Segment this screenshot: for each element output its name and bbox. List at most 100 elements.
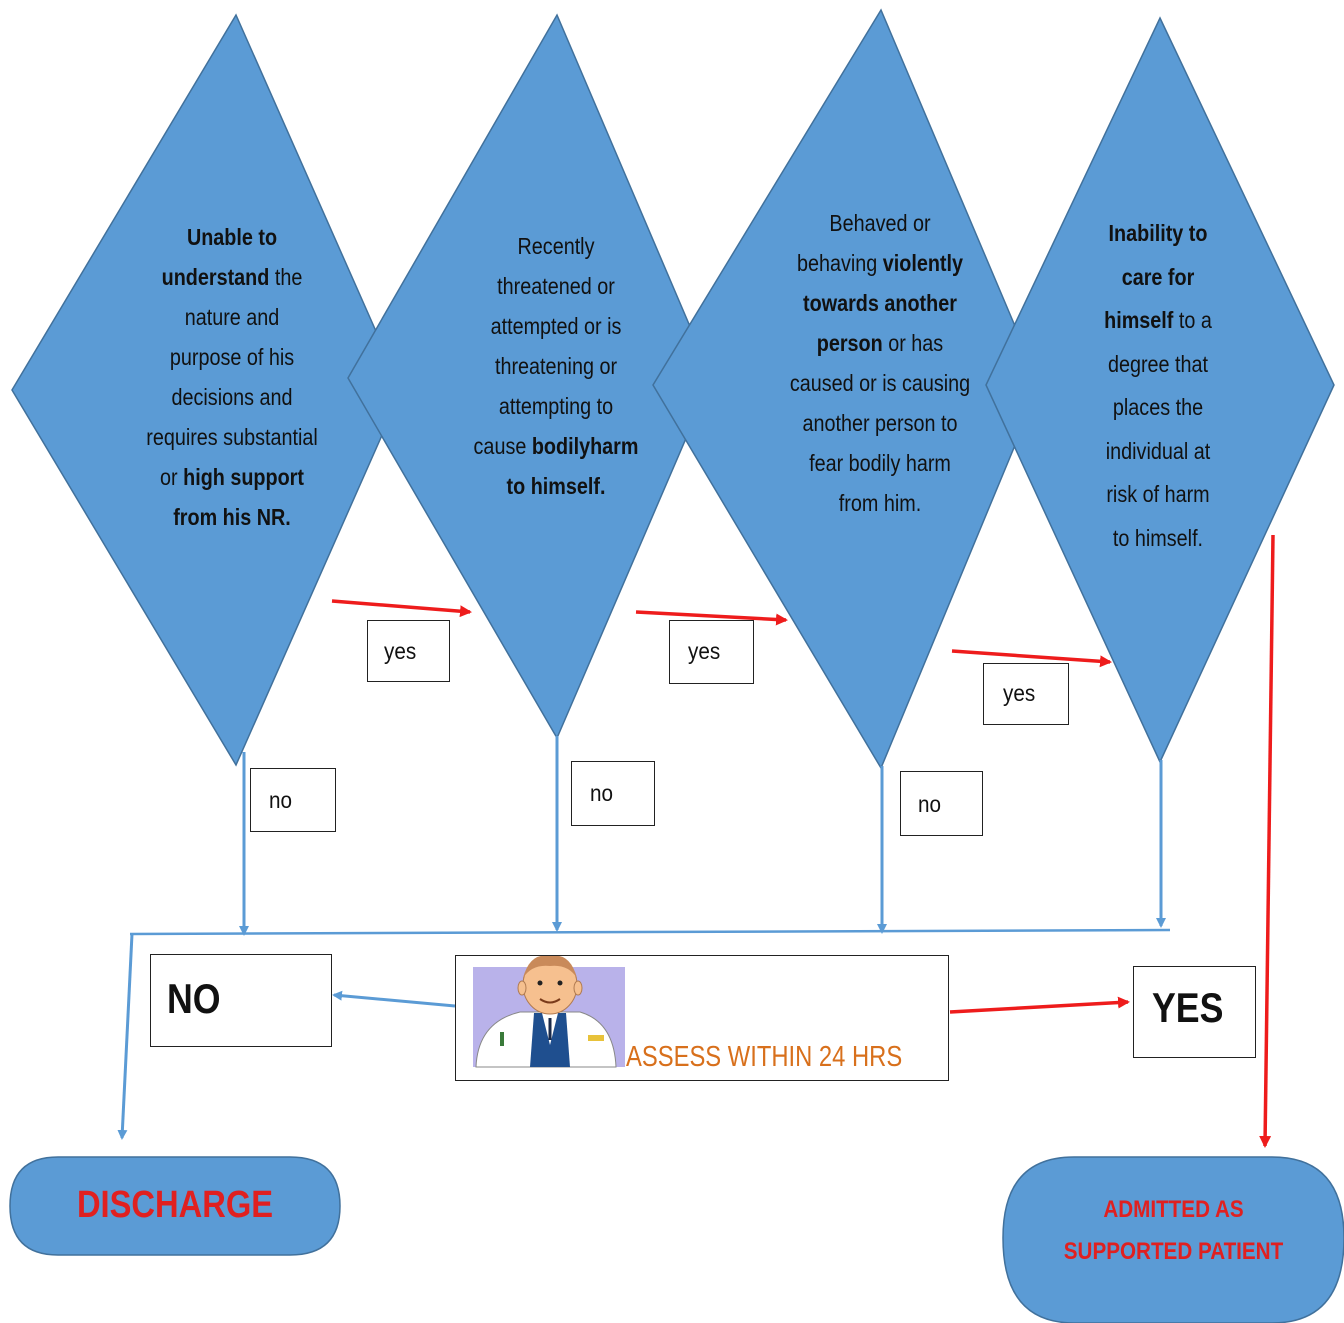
no-outcome-box (150, 954, 332, 1047)
no-box-1 (250, 768, 336, 832)
yes-arrow-3 (951, 649, 1112, 668)
decision-3-line-4: person or has (777, 323, 983, 363)
decision-2-line-6-run-2: bodilyharm (531, 433, 639, 459)
yes-outcome-label: YES (1152, 984, 1224, 1031)
decision-3-line-8: from him. (777, 483, 983, 523)
decision-2-line-2-run-1: threatened or (497, 273, 615, 299)
decision-2-line-4-run-1: threatening or (494, 353, 618, 379)
decision-4-line-8: to himself. (1055, 517, 1261, 561)
decision-1-line-2-run-1: understand (161, 264, 270, 290)
decision-3-line-6-run-1: another person to (802, 410, 958, 436)
decision-4-line-3: himself to a (1055, 299, 1261, 343)
decision-2-line-7-run-1: to himself. (506, 473, 606, 499)
decision-4-line-1: Inability to (1055, 212, 1261, 256)
decision-1-line-6: requires substantial (129, 417, 335, 457)
decision-3-line-3: towards another (777, 283, 983, 323)
decision-1-line-8: from his NR. (129, 497, 335, 537)
decision-1-line-6-run-1: requires substantial (146, 424, 318, 450)
decision-2-line-6: cause bodilyharm (453, 426, 659, 466)
decision-3-line-5-run-1: caused or is causing (789, 370, 971, 396)
decision-text-3: Behaved or behaving violently towards anot… (777, 203, 983, 523)
no-box-3 (900, 771, 983, 836)
decision-text-2: Recently threatened or attempted or is thre… (453, 226, 659, 506)
decision-4-line-4: degree that (1055, 343, 1261, 387)
decision-4-line-7-run-1: risk of harm (1106, 481, 1210, 507)
decision-1-line-1: Unable to (129, 217, 335, 257)
decision-3-line-7-run-1: fear bodily harm (809, 450, 951, 476)
decision-3-line-2-run-1: behaving (796, 250, 883, 276)
decision-4-line-4-run-1: degree that (1107, 350, 1209, 377)
no-label-2: no (590, 780, 614, 806)
no-outcome-label: NO (167, 975, 221, 1022)
decision-1-line-4-run-1: purpose of his (169, 344, 295, 370)
assess-yes-arrow (949, 996, 1130, 1014)
decision-1-line-3: nature and (129, 297, 335, 337)
assess-label: ASSESS WITHIN 24 HRS (626, 1041, 903, 1073)
decision-3-line-6: another person to (777, 403, 983, 443)
decision-3-line-2: behaving violently (777, 243, 983, 283)
decision-1-line-4: purpose of his (129, 337, 335, 377)
decision-4-line-2: care for (1055, 256, 1261, 300)
decision-diamond-1 (11, 13, 403, 767)
decision-4-line-3-run-1: himself (1104, 307, 1174, 333)
decision-2-line-2: threatened or (453, 266, 659, 306)
decision-4-line-5: places the (1055, 386, 1261, 430)
decision-3-line-2-run-2: violently (882, 250, 964, 276)
yes-label-1: yes (384, 638, 417, 664)
yes-box-3 (983, 663, 1069, 725)
admitted-label-line2: SUPPORTED PATIENT (1063, 1238, 1284, 1265)
decision-2-line-7: to himself. (453, 466, 659, 506)
decision-4-line-8-run-1: to himself. (1112, 524, 1204, 551)
decision-4-line-6: individual at (1055, 430, 1261, 474)
decision-4-line-6-run-1: individual at (1105, 437, 1211, 464)
admitted-label-line1: ADMITTED AS (1103, 1196, 1244, 1223)
decision-1-line-7-run-1: or (160, 464, 184, 490)
decision-2-line-1: Recently (453, 226, 659, 266)
decision-1-line-2: understand the (129, 257, 335, 297)
admitted-terminal (1002, 1156, 1344, 1323)
decision-4-line-2-run-1: care for (1121, 263, 1195, 290)
decision-2-line-3-run-1: attempted or is (490, 313, 622, 339)
yes-label-2: yes (688, 638, 721, 664)
decision-2-line-4: threatening or (453, 346, 659, 386)
decision-1-line-5-run-1: decisions and (171, 384, 293, 410)
discharge-label: DISCHARGE (76, 1184, 274, 1226)
assess-no-arrow (332, 990, 456, 1008)
yes-box-2 (669, 620, 754, 684)
doctor-icon (473, 955, 625, 1068)
decision-text-4: Inability to care for himself to a degree t… (1055, 212, 1261, 560)
decision-2-line-5-run-1: attempting to (498, 393, 614, 419)
decision-4-line-1-run-1: Inability to (1108, 220, 1208, 246)
decision-1-line-3-run-1: nature and (184, 304, 280, 330)
assess-box (455, 955, 949, 1081)
decision-1-line-7-run-2: high support (183, 464, 304, 490)
decision-1-line-8-run-1: from his NR. (173, 504, 291, 530)
yes-arrow-1 (331, 599, 472, 618)
decision-1-line-5: decisions and (129, 377, 335, 417)
yes-outcome-box (1133, 966, 1256, 1058)
discharge-arrow (117, 933, 134, 1140)
decision-4-line-7: risk of harm (1055, 473, 1261, 517)
decision-3-line-5: caused or is causing (777, 363, 983, 403)
decision-3-line-3-run-1: towards another (803, 290, 957, 316)
decision-3-line-1: Behaved or (777, 203, 983, 243)
decision-2-line-5: attempting to (453, 386, 659, 426)
decision-4-line-3-run-2: to a (1173, 307, 1212, 333)
decision-3-line-4-run-2: or has (882, 330, 944, 356)
no-label-3: no (918, 791, 942, 817)
yes-arrow-2 (635, 610, 788, 626)
discharge-terminal (9, 1156, 341, 1256)
decision-2-line-1-run-1: Recently (517, 233, 595, 259)
decision-1-line-2-run-2: the (269, 264, 303, 290)
yes-box-1 (367, 620, 450, 682)
decision-3-line-1-run-1: Behaved or (829, 210, 931, 236)
decision-2-line-6-run-1: cause (473, 433, 532, 459)
decision-3-line-7: fear bodily harm (777, 443, 983, 483)
yes-label-3: yes (1003, 680, 1036, 706)
decision-3-line-4-run-1: person (816, 330, 883, 356)
decision-4-line-5-run-1: places the (1112, 394, 1204, 420)
decision-2-line-3: attempted or is (453, 306, 659, 346)
collector-line (129, 928, 1171, 936)
admit-arrow (1259, 534, 1275, 1148)
